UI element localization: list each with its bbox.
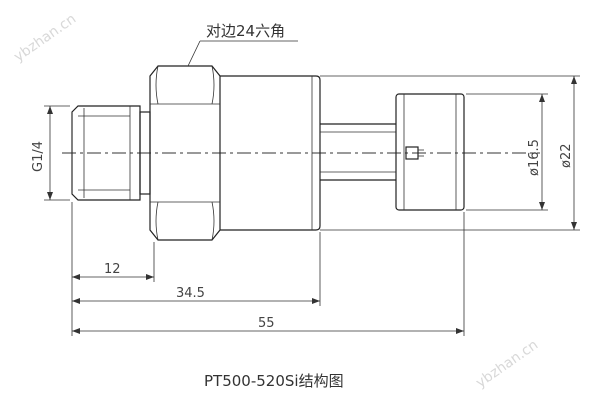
threaded-fitting (71, 105, 151, 201)
dia-16-5-label: ø16.5 (527, 139, 542, 176)
watermark-bottom-right: ybzhan.cn (473, 337, 541, 391)
housing-body (220, 75, 321, 231)
dia-22-label: ø22 (559, 144, 574, 169)
hex-callout: 对边24六角 (187, 22, 298, 67)
drawing-caption: PT500-520Si结构图 (204, 372, 344, 390)
length-55-label: 55 (258, 316, 275, 331)
dia-16-5-dimension: ø16.5 (466, 93, 548, 211)
hex-callout-label: 对边24六角 (206, 22, 285, 40)
length-34-5-dimension: 34.5 (72, 286, 320, 304)
hex-nut (149, 65, 221, 241)
length-12-label: 12 (104, 262, 121, 277)
connector-plug (395, 93, 465, 211)
dia-22-dimension: ø22 (320, 75, 580, 231)
watermark-top-left: ybzhan.cn (11, 11, 79, 65)
length-12-dimension: 12 (72, 262, 154, 280)
length-34-5-label: 34.5 (176, 286, 205, 301)
thread-dim-label: G1/4 (31, 141, 46, 172)
length-55-dimension: 55 (72, 316, 464, 334)
connector-stem (320, 123, 396, 181)
thread-dimension: G1/4 (31, 105, 70, 201)
